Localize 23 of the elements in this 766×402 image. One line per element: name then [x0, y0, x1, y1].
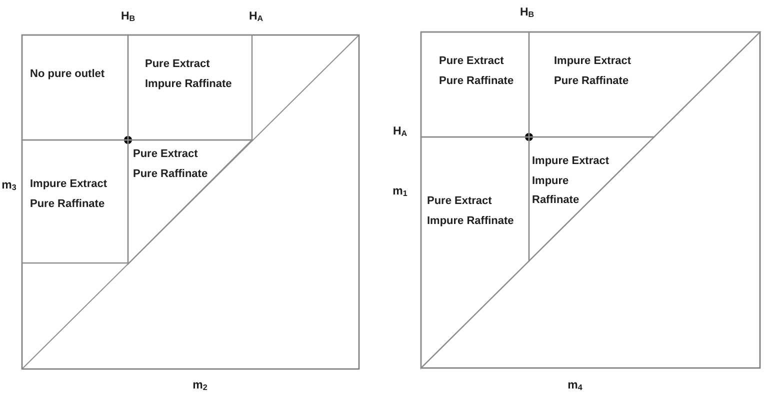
region-label: Pure Extract [145, 57, 211, 72]
axis-label: m$_{4}$ [568, 380, 582, 392]
axis-label: m$_{1}$ [392, 186, 408, 198]
axis-label: m$_{3}$ [2, 180, 16, 192]
region-label: Impure Raffinate [427, 214, 514, 228]
region-label: Pure Raffinate [30, 196, 106, 212]
region-label: Pure Raffinate [133, 166, 208, 182]
region-label: Impure Raffinate [532, 174, 580, 208]
region-label: Pure Extract [427, 194, 493, 209]
region-label: Impure Extract [532, 154, 610, 169]
region-label: Pure Raffinate [554, 74, 630, 88]
region-label: Impure Raffinate [145, 76, 232, 92]
axis-label: H$_{B}$ [520, 7, 534, 19]
axis-label: m$_{2}$ [192, 380, 208, 392]
region-label: Pure Extract [439, 54, 505, 69]
region-label: Pure Raffinate [439, 74, 514, 88]
region-label: No pure outlet [30, 67, 105, 82]
region-label: Impure Extract [30, 177, 108, 192]
axis-label: H$_{B}$ [120, 11, 136, 23]
axis-label: H$_{A}$ [392, 126, 408, 138]
region-label: Pure Extract [133, 147, 199, 162]
region-label: Impure Extract [554, 54, 632, 69]
axis-label: H$_{A}$ [248, 11, 264, 23]
